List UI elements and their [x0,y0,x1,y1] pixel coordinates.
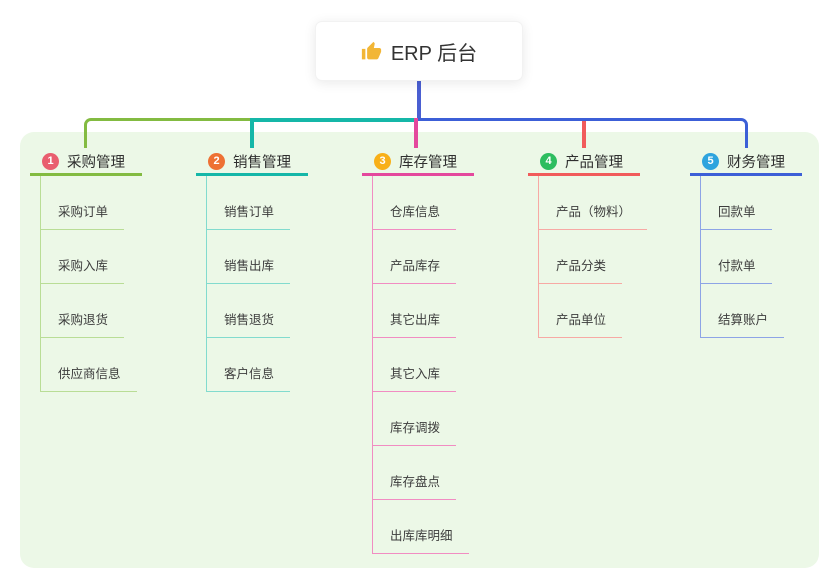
connector-hline-sales [252,118,418,122]
branch-label-inventory: 库存管理 [399,155,457,171]
branch-inventory: 3 库存管理仓库信息产品库存其它出库其它入库库存调拨库存盘点出库库明细 [362,150,474,554]
root-node[interactable]: ERP 后台 [315,21,523,81]
child-node[interactable]: 出库库明细 [373,500,469,554]
child-node[interactable]: 产品库存 [373,230,457,284]
child-node[interactable]: 产品（物料） [539,176,648,230]
branch-badge-sales: 2 [208,153,225,170]
branch-node-sales[interactable]: 2 销售管理 [196,150,308,176]
branch-label-product: 产品管理 [565,155,623,171]
connector-root-line [417,81,421,121]
child-node[interactable]: 销售出库 [207,230,291,284]
children-product: 产品（物料）产品分类产品单位 [538,176,648,338]
branch-badge-purchase: 1 [42,153,59,170]
child-node[interactable]: 客户信息 [207,338,291,392]
child-node[interactable]: 其它入库 [373,338,457,392]
connector-branch-inventory [414,118,418,148]
children-inventory: 仓库信息产品库存其它出库其它入库库存调拨库存盘点出库库明细 [372,176,474,554]
children-sales: 销售订单销售出库销售退货客户信息 [206,176,308,392]
connector-branch-finance [418,118,748,148]
child-node[interactable]: 产品单位 [539,284,623,338]
connector-branch-sales [250,118,254,148]
child-node[interactable]: 产品分类 [539,230,623,284]
child-node[interactable]: 库存盘点 [373,446,457,500]
thumbs-up-icon [361,41,381,59]
root-title: ERP 后台 [390,42,478,65]
branch-product: 4 产品管理产品（物料）产品分类产品单位 [528,150,648,338]
branch-sales: 2 销售管理销售订单销售出库销售退货客户信息 [196,150,308,392]
child-node[interactable]: 结算账户 [701,284,785,338]
child-node[interactable]: 库存调拨 [373,392,457,446]
children-purchase: 采购订单采购入库采购退货供应商信息 [40,176,142,392]
child-node[interactable]: 采购退货 [41,284,125,338]
branch-badge-inventory: 3 [374,153,391,170]
child-node[interactable]: 供应商信息 [41,338,137,392]
child-node[interactable]: 采购入库 [41,230,125,284]
child-node[interactable]: 销售退货 [207,284,291,338]
branch-label-purchase: 采购管理 [67,155,125,171]
child-node[interactable]: 仓库信息 [373,176,457,230]
branch-node-purchase[interactable]: 1 采购管理 [30,150,142,176]
connector-branch-product [582,121,586,148]
child-node[interactable]: 回款单 [701,176,772,230]
branch-node-finance[interactable]: 5 财务管理 [690,150,802,176]
branch-label-finance: 财务管理 [727,155,785,171]
children-finance: 回款单付款单结算账户 [700,176,802,338]
branch-node-product[interactable]: 4 产品管理 [528,150,640,176]
child-node[interactable]: 其它出库 [373,284,457,338]
connector-branch-purchase [84,118,252,148]
branch-finance: 5 财务管理回款单付款单结算账户 [690,150,802,338]
child-node[interactable]: 销售订单 [207,176,291,230]
branch-node-inventory[interactable]: 3 库存管理 [362,150,474,176]
branch-badge-product: 4 [540,153,557,170]
branches-panel [20,132,819,568]
child-node[interactable]: 付款单 [701,230,772,284]
child-node[interactable]: 采购订单 [41,176,125,230]
branch-purchase: 1 采购管理采购订单采购入库采购退货供应商信息 [30,150,142,392]
branch-badge-finance: 5 [702,153,719,170]
branch-label-sales: 销售管理 [233,155,291,171]
